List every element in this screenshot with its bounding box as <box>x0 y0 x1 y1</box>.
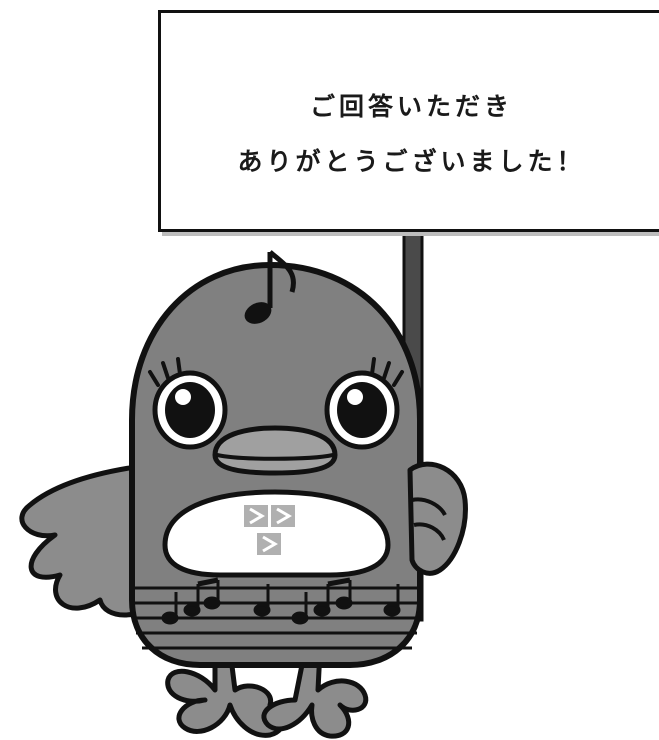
sign-text-line-2: ありがとうございました！ <box>237 147 586 176</box>
right-eye <box>324 357 404 450</box>
sign-text-line-1: ご回答いただき <box>309 92 513 121</box>
left-wing <box>19 462 163 618</box>
bird-beak <box>212 425 338 476</box>
right-hand <box>407 461 468 576</box>
staff-notes <box>161 577 401 625</box>
left-eye <box>148 357 228 450</box>
play-arrows-logo-icon <box>244 505 295 555</box>
musical-staff-icon <box>134 586 419 650</box>
message-signboard: ご回答いただき ありがとうございました！ <box>158 10 659 232</box>
right-foot <box>261 647 369 739</box>
music-note-icon <box>244 250 296 324</box>
